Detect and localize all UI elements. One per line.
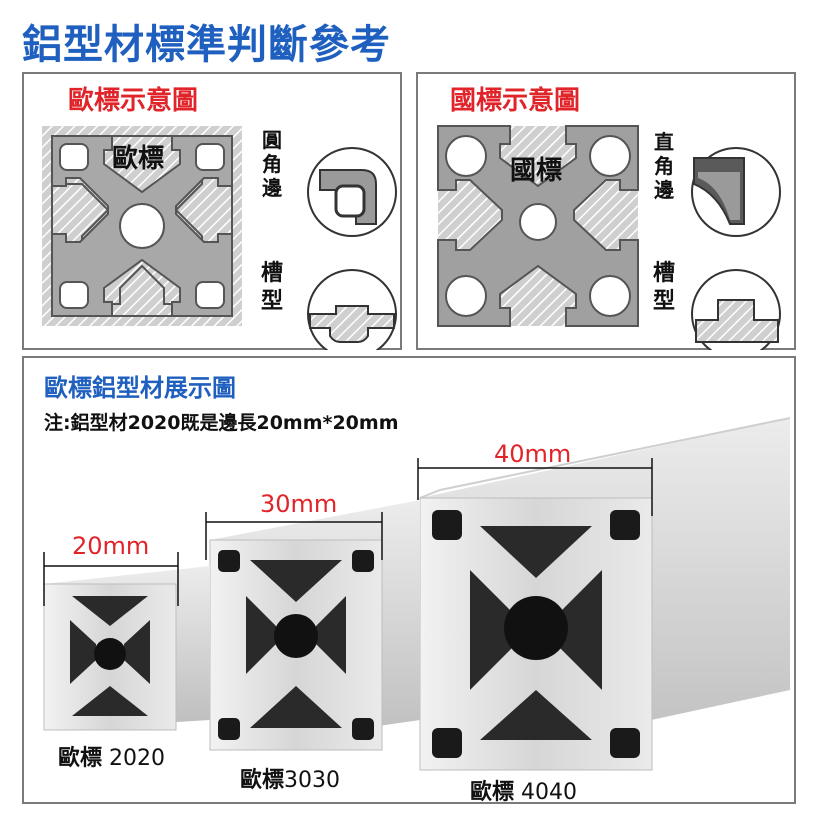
dimension-line-30mm (205, 512, 383, 560)
extrusion-4040 (419, 417, 791, 771)
dimension-line-20mm (43, 552, 179, 606)
label-3030: 歐標3030 (240, 768, 341, 793)
label-2020: 歐標 2020 (58, 746, 166, 771)
dimension-20mm: 20mm (72, 532, 150, 560)
eu-slot-label: 槽 型 (260, 261, 283, 314)
cn-profile-shape (437, 125, 639, 327)
cn-edge-label: 直 角 邊 (654, 130, 674, 202)
dimension-line-40mm (417, 458, 653, 516)
cn-standard-panel: 國標示意圖 國標 直 角 邊 槽 型 (416, 72, 796, 350)
dimension-30mm: 30mm (260, 490, 338, 518)
page-title: 鋁型材標準判斷參考 (22, 22, 391, 68)
cn-slot-label: 槽 型 (652, 261, 675, 314)
cn-profile-label: 國標 (510, 156, 563, 186)
eu-panel-title: 歐標示意圖 (68, 86, 199, 116)
cn-panel-title: 國標示意圖 (450, 86, 581, 116)
label-4040: 歐標 4040 (470, 780, 578, 805)
cn-profile-diagram (437, 125, 781, 350)
showcase-note: 注:鋁型材2020既是邊長20mm*20mm (44, 412, 399, 434)
eu-profile-shape (51, 135, 233, 317)
extrusion-2020 (43, 566, 210, 731)
eu-profile-label: 歐標 (112, 144, 165, 174)
dimension-40mm: 40mm (494, 440, 572, 468)
showcase-title: 歐標鋁型材展示圖 (44, 374, 236, 402)
eu-edge-label: 圓 角 邊 (262, 128, 282, 200)
eu-profile-diagram (42, 126, 397, 350)
extrusion-3030 (209, 500, 420, 751)
eu-standard-panel: 歐標示意圖 歐標 圓 角 邊 槽 型 (22, 72, 402, 350)
